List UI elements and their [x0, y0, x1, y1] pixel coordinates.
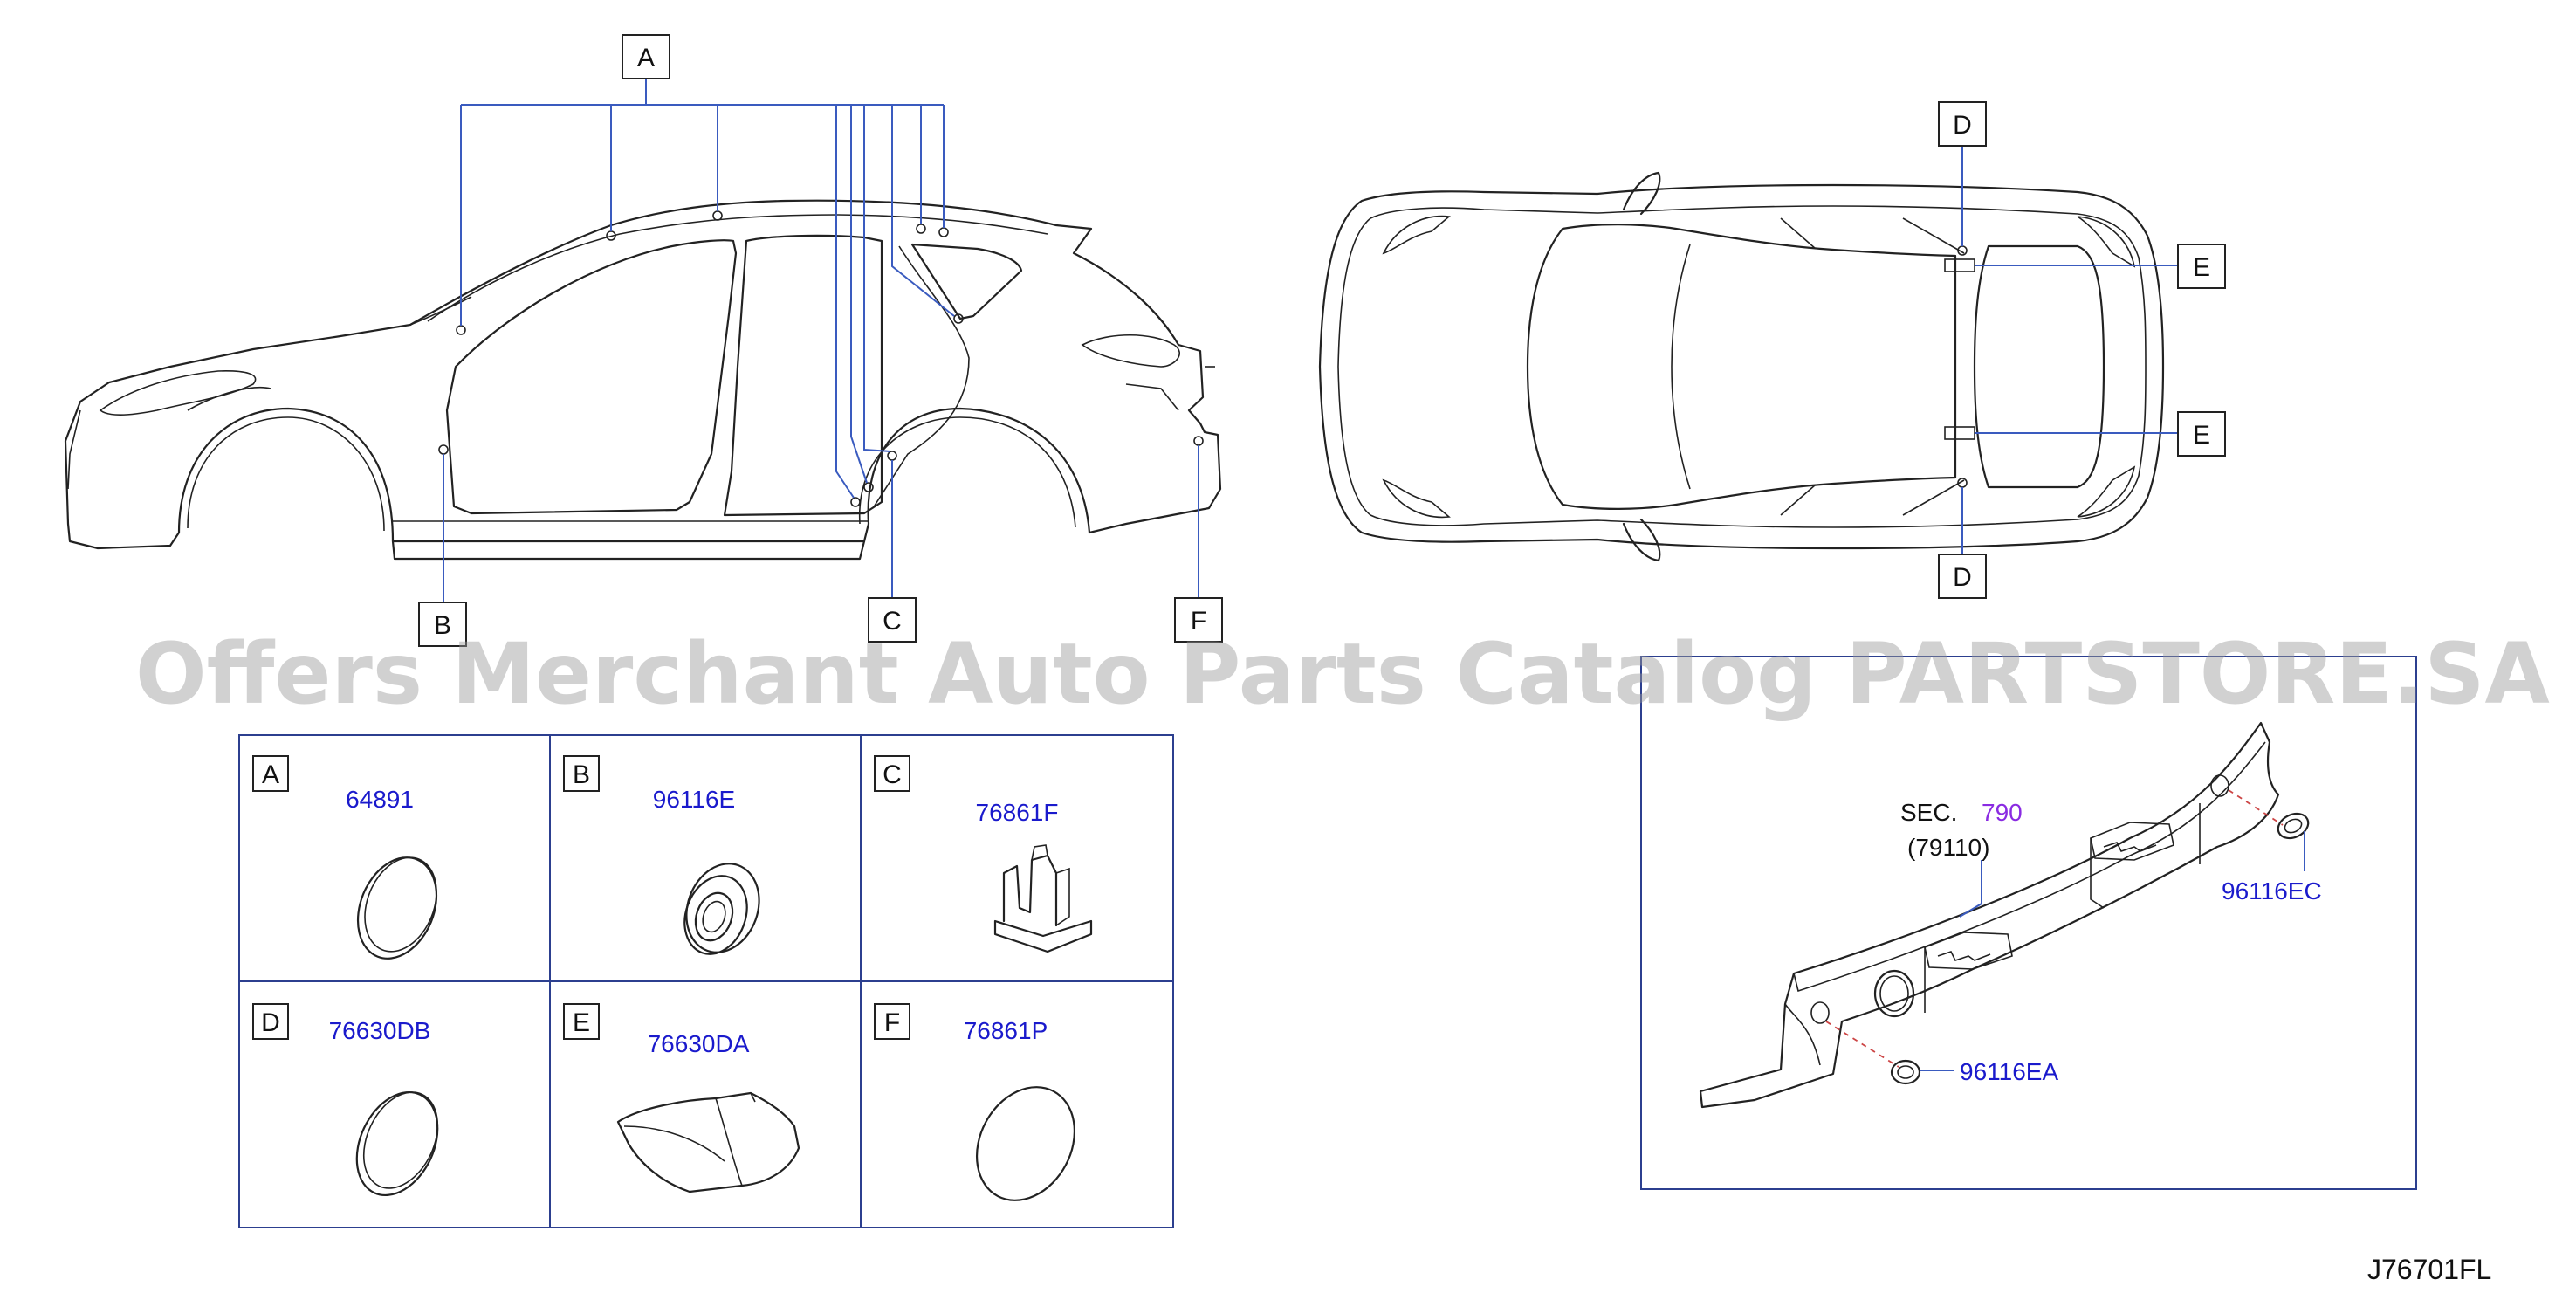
callout-f-label: F	[1191, 607, 1206, 636]
callout-b: B	[418, 602, 467, 647]
cell-d-letter: D	[261, 1008, 280, 1037]
callout-c: C	[868, 597, 917, 643]
callout-d-top: D	[1938, 101, 1987, 147]
cell-e-letter: E	[573, 1008, 590, 1037]
part-number-76630DA[interactable]: 76630DA	[648, 1030, 750, 1057]
cell-c-letter: C	[883, 760, 902, 789]
cell-f-letter: F	[884, 1008, 900, 1037]
section-number[interactable]: 790	[1982, 799, 2023, 826]
callout-b-label: B	[434, 611, 451, 640]
parts-cell-d: D 76630DB	[252, 1003, 439, 1197]
callout-d-top-label: D	[1953, 111, 1972, 140]
parts-cell-a: A 64891	[252, 755, 438, 960]
part-number-96116EA[interactable]: 96116EA	[1960, 1058, 2058, 1085]
part-number-76861F[interactable]: 76861F	[976, 799, 1059, 826]
callout-a: A	[622, 34, 670, 79]
cell-a-letter: A	[262, 760, 279, 789]
callout-d-bottom-label: D	[1953, 563, 1972, 592]
part-number-96116E[interactable]: 96116E	[653, 786, 735, 813]
part-number-76861P[interactable]: 76861P	[964, 1017, 1048, 1044]
part-number-64891[interactable]: 64891	[346, 786, 414, 813]
parts-cell-c: C 76861F	[874, 755, 1093, 953]
callout-d-bottom: D	[1938, 554, 1987, 599]
part-number-76630DB[interactable]: 76630DB	[329, 1017, 431, 1044]
callout-e-top-label: E	[2193, 253, 2210, 282]
section-sub-number: (79110)	[1907, 834, 1989, 861]
parts-cell-b: B 96116E	[563, 755, 760, 955]
diagram-reference: J76701FL	[2367, 1254, 2491, 1285]
parts-cell-e: E 76630DA	[563, 1003, 800, 1193]
cell-b-letter: B	[573, 760, 590, 789]
parts-table: A 64891 B 96116E C 76861F	[238, 734, 1174, 1228]
callout-e-top: E	[2177, 244, 2226, 289]
callout-e-bottom-label: E	[2193, 421, 2210, 450]
part-number-96116EC[interactable]: 96116EC	[2222, 877, 2322, 904]
section-prefix: SEC.	[1900, 799, 1957, 826]
callout-a-label: A	[637, 44, 655, 72]
side-view-leaders	[443, 79, 1199, 602]
callout-e-bottom: E	[2177, 411, 2226, 457]
top-view-car	[1318, 171, 2165, 562]
watermark-text: Offers Merchant Auto Parts Catalog PARTS…	[135, 625, 2550, 723]
callout-f: F	[1174, 597, 1223, 643]
top-view-leaders	[1961, 144, 2178, 554]
detail-panel: SEC. 790 (79110) 96116EC 96116EA	[1640, 656, 2417, 1190]
side-view-car	[64, 199, 1222, 561]
parts-cell-f: F 76861P	[874, 1003, 1076, 1201]
callout-c-label: C	[883, 607, 902, 636]
